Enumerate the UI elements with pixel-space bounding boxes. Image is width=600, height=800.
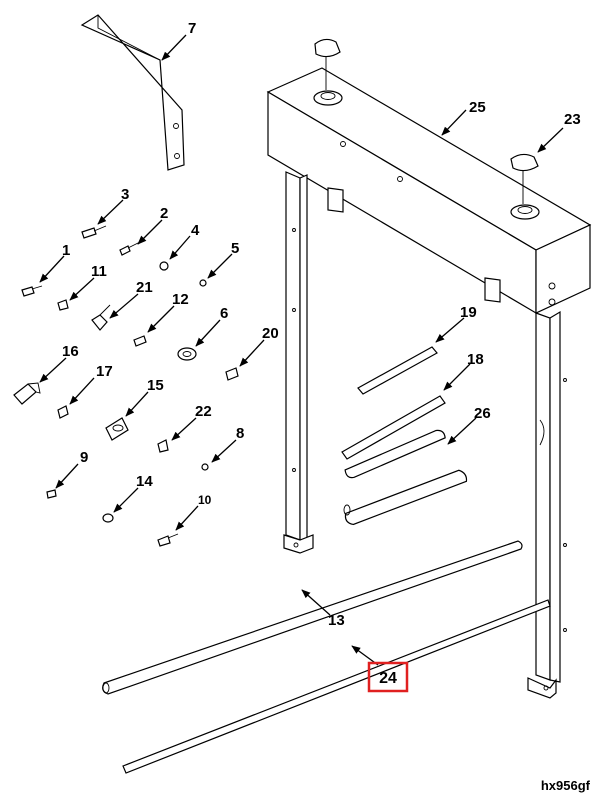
callout-21: 21 bbox=[136, 279, 153, 296]
callout-20: 20 bbox=[262, 325, 279, 342]
callout-11: 11 bbox=[91, 263, 107, 280]
reference-code: hx956gf bbox=[541, 778, 591, 793]
callout-25: 25 bbox=[469, 99, 486, 116]
callout-13: 13 bbox=[328, 612, 345, 629]
callout-5: 5 bbox=[231, 240, 239, 257]
left-leg bbox=[283, 171, 314, 554]
tube-part-13 bbox=[102, 540, 523, 695]
bracket-part-7 bbox=[80, 14, 185, 171]
cap-part-23 bbox=[314, 38, 539, 204]
callout-24: 24 bbox=[379, 670, 397, 687]
callout-16: 16 bbox=[62, 343, 79, 360]
callout-6: 6 bbox=[220, 305, 228, 322]
callout-1: 1 bbox=[62, 242, 70, 259]
tank-part-25 bbox=[266, 67, 592, 315]
callout-14: 14 bbox=[136, 473, 153, 490]
callout-19: 19 bbox=[460, 304, 477, 321]
callout-23: 23 bbox=[564, 111, 581, 128]
rod-part-19 bbox=[357, 346, 438, 395]
callout-7: 7 bbox=[188, 20, 196, 37]
callout-18: 18 bbox=[467, 351, 484, 368]
right-leg bbox=[527, 310, 567, 699]
callout-26: 26 bbox=[474, 405, 491, 422]
callout-12: 12 bbox=[172, 291, 189, 308]
callout-22: 22 bbox=[195, 403, 212, 420]
callout-10: 10 bbox=[198, 493, 212, 507]
callout-3: 3 bbox=[121, 186, 129, 203]
highlight-box bbox=[367, 661, 409, 693]
tube-part-26-lower bbox=[343, 469, 468, 526]
hardware-parts bbox=[13, 225, 239, 547]
callout-15: 15 bbox=[147, 377, 164, 394]
callout-8: 8 bbox=[236, 425, 244, 442]
tube-part-26-upper bbox=[344, 429, 446, 479]
callout-17: 17 bbox=[96, 363, 113, 380]
callout-9: 9 bbox=[80, 449, 88, 466]
leader-lines bbox=[39, 34, 564, 666]
highlighted-callout-24[interactable]: 24 bbox=[367, 661, 409, 693]
callout-2: 2 bbox=[160, 205, 168, 222]
callout-labels: 7 25 23 3 2 4 1 5 11 21 12 6 16 20 17 15… bbox=[62, 20, 581, 629]
rod-part-24 bbox=[122, 599, 551, 774]
callout-4: 4 bbox=[191, 222, 200, 239]
rod-part-18 bbox=[341, 395, 446, 460]
